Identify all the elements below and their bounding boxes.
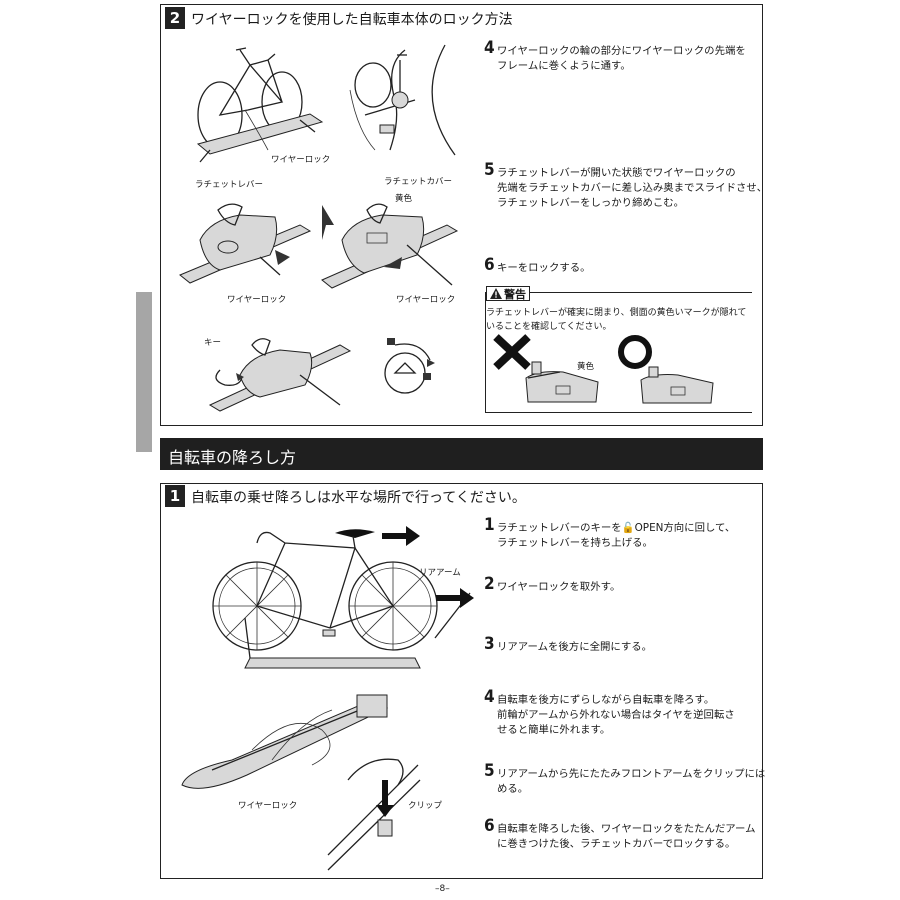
ratchet-locked-illustration: [640, 366, 714, 404]
unload-section-title: 自転車の乗せ降ろしは水平な場所で行ってください。: [191, 490, 526, 506]
unload-section-number: 1: [165, 485, 185, 507]
lock-section-number: 2: [165, 7, 185, 29]
bike-on-carrier-illustration: [196, 47, 324, 163]
rear-arm-arrow-icon: [436, 588, 474, 608]
wrong-cross-icon: [493, 334, 531, 370]
correct-circle-icon: [618, 335, 652, 369]
wire-lock-label-1: ワイヤーロック: [271, 155, 331, 165]
unload-section-box: [160, 483, 763, 879]
ratchet-insert-illustration: [321, 203, 459, 289]
ratchet-open-illustration: [179, 203, 312, 284]
key-label: キー: [204, 338, 222, 348]
unload-header-title: 自転車の降ろし方: [168, 448, 297, 467]
ratchet-lever-label: ラチェットレバー: [195, 180, 264, 190]
wire-lock-label-2: ワイヤーロック: [227, 295, 287, 305]
folded-carrier-illustration: [181, 694, 389, 789]
warning-triangle-icon: [490, 288, 502, 299]
side-tab-marker: [136, 292, 152, 452]
key-lock-illustration: [208, 338, 352, 412]
clip-label: クリップ: [408, 801, 443, 811]
ratchet-unlocked-illustration: [525, 361, 599, 403]
warning-text: ラチェットレバーが確実に閉まり、側面の黄色いマークが隠れて いることを確認してく…: [486, 308, 747, 332]
lock-direction-icon: [384, 338, 435, 394]
ratchet-cover-label: ラチェットカバー: [384, 177, 453, 187]
wire-lock-label-unload: ワイヤーロック: [238, 801, 298, 811]
page-number: –8–: [435, 884, 450, 894]
unload-header-bar: 自転車の降ろし方: [160, 438, 763, 470]
wire-lock-label-3: ワイヤーロック: [396, 295, 456, 305]
road-bike-unload-illustration: [212, 529, 471, 669]
rear-arm-label: リアアーム: [419, 568, 461, 578]
warning-yellow-label: 黄色: [577, 362, 595, 372]
clip-closeup-illustration: [327, 758, 421, 871]
move-right-arrow-icon: [382, 526, 420, 546]
warning-box: [485, 292, 752, 413]
frame-lock-closeup-illustration: [349, 44, 456, 156]
warning-rule: [530, 292, 752, 293]
lock-section-title: ワイヤーロックを使用した自転車本体のロック方法: [191, 12, 513, 28]
yellow-label: 黄色: [395, 194, 413, 204]
warning-title: 警告: [486, 286, 530, 301]
